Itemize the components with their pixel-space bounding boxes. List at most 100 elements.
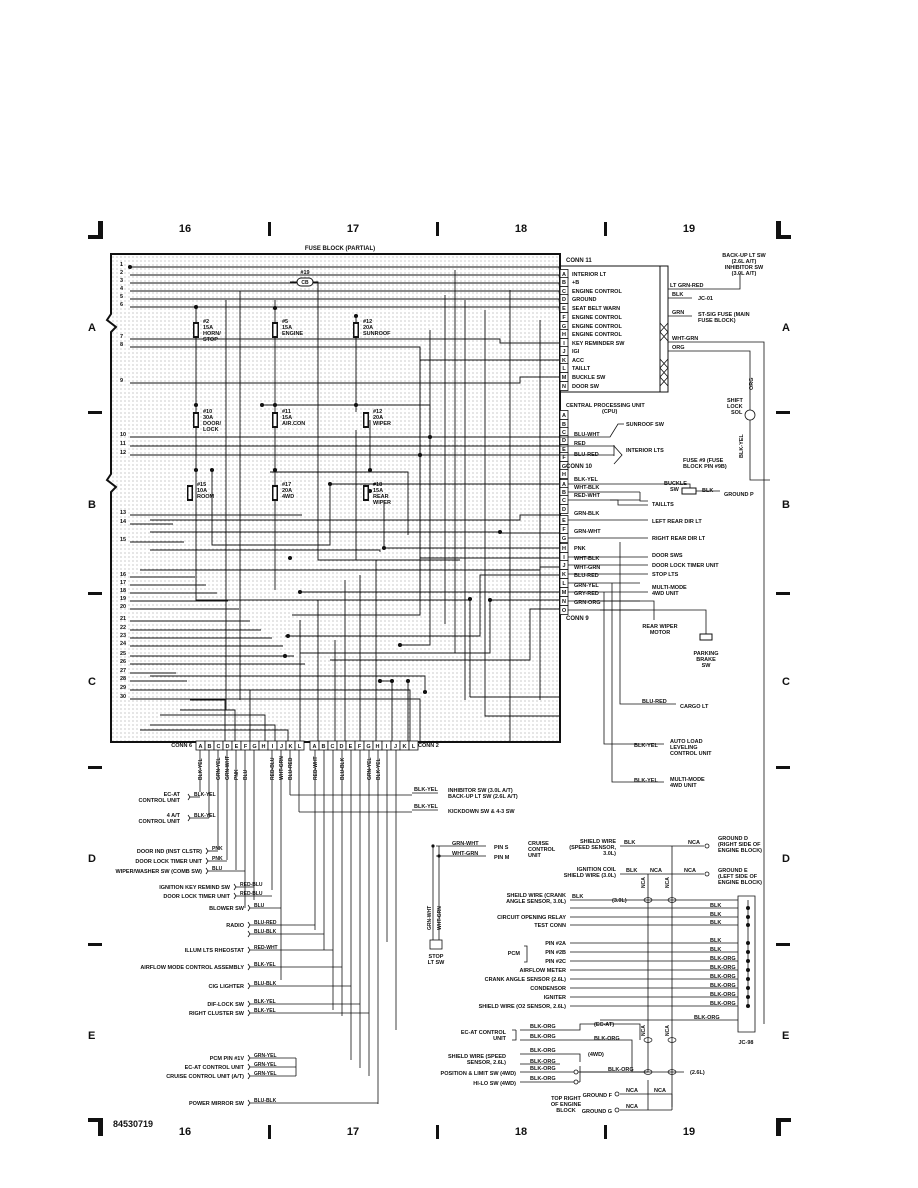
fuse-label: #11 [282,409,291,415]
ground-label: BLK-ORG [530,1076,556,1082]
conn-11-pin: L [562,366,566,372]
sunroof-sw-label: SUNROOF SW [626,422,665,428]
svg-text:CONTROL: CONTROL [528,847,556,853]
conn-11-pin: N [562,384,566,390]
ground-label: NCA [626,1088,638,1094]
conn-2-pin: D [340,744,344,750]
ground-label: BLK-ORG [710,983,736,989]
ground-label: SHIELD WIRE [580,839,616,845]
wire-label: BLK-YEL [414,804,438,810]
fuse-label: 30A [203,415,213,421]
ground-label: BLK-ORG [710,956,736,962]
junction-dot [353,313,359,319]
taillts-label: TAILLTS [652,502,674,508]
wire-label: GRN-WHT [427,906,433,930]
ground-label: OF ENGINE [551,1102,582,1108]
component-label: RIGHT CLUSTER SW [189,1011,245,1017]
junction-dot [487,597,493,603]
ground-label: BLK-ORG [530,1048,556,1054]
ground-label: GROUND G [582,1109,612,1115]
wire-label: BLK-YEL [634,743,658,749]
component-label: DIF-LOCK SW [207,1002,244,1008]
conn-2-pin: E [349,744,353,750]
wire-label: BLU-RED [574,573,599,579]
fuse-row-numbers: 1234567891011121314151617181920212223242… [120,262,127,700]
ground-label: PIN #2A [545,941,566,947]
ground-label: BLK-ORG [594,1036,620,1042]
grid-col-label: 16 [179,1126,191,1138]
conn-11-pin: M [562,375,567,381]
conn-11-circuit-label: BUCKLE SW [572,375,606,381]
cpu-pin: E [562,447,566,453]
wire-label: RED-WHT [313,756,319,780]
grid-col-label: 18 [515,1126,527,1138]
wire-label: BLU-RED [288,757,294,780]
wire-label: WHT-BLK [574,485,599,491]
component-label: IGNITION KEY REMIND SW [159,885,231,891]
wire-label: BLK-YEL [194,792,216,798]
ground-label: JC-98 [739,1040,754,1046]
junction-dot [377,678,383,684]
cpu-pin: A [562,413,566,419]
component-label: WIPER/WASHER SW (COMB SW) [116,869,203,875]
ground-label: 3.0L) [603,851,616,857]
ground-label: BLK [710,938,721,944]
ground-label: TOP RIGHT [551,1096,581,1102]
parking-brake-sw-label: PARKING [694,651,719,657]
fuse-row-number: 3 [120,278,123,284]
ground-label: HI-LO SW (4WD) [473,1081,516,1087]
conn-2-pin: J [394,744,397,750]
wire-label: GRN-YEL [574,583,599,589]
component-label: ILLUM LTS RHEOSTAT [185,948,245,954]
st-sig-fuse-label: ST-SIG FUSE (MAIN [698,312,750,318]
fuse-row-number: 1 [120,262,123,268]
fuse-label: #10 [203,409,212,415]
grid-col-label: 16 [179,223,191,235]
conn-6-pin: F [244,744,248,750]
ground-label: BLK-ORG [530,1066,556,1072]
wire-label: GRN [672,310,684,316]
fuse-row-number: 28 [120,676,126,682]
fuse-label: DOOR/ [203,421,222,427]
wire-label: RED-BLU [240,882,263,888]
ground-label: ENGINE BLOCK) [718,880,762,886]
ground-label: UNIT [493,1036,506,1042]
wire-label: GRN-YEL [367,758,373,781]
wire-label: BLK-YEL [198,758,204,780]
ground-label: GROUND D [718,836,748,842]
svg-text:BLOCK PIN #9B): BLOCK PIN #9B) [683,464,727,470]
cruise-control-label: CRUISE [528,841,549,847]
ground-label: CONDENSOR [530,986,566,992]
ground-label: (LEFT SIDE OF [718,874,758,880]
conn-11-pin: K [562,358,566,364]
ground-label: CRANK ANGLE SENSOR (2.6L) [485,977,567,983]
fuse-block: FUSE BLOCK (PARTIAL) 1234567891011121314… [105,246,561,743]
wire-label: GRY-RED [574,591,599,597]
cpu-pin: G [562,464,566,470]
conn-6-pin: L [298,744,302,750]
conn-9-pin: A [562,482,566,488]
fuse-label: #19 [300,270,309,276]
conn-9-pin: H [562,546,566,552]
cpu-pin: F [562,455,566,461]
junction-dot [327,481,333,487]
junction-dot [272,402,278,408]
ground-label: BLK [572,894,583,900]
ground-label: NCA [688,840,700,846]
conn-6-pin: D [226,744,230,750]
ground-label: IGNITION COIL [577,867,617,873]
conn-11-circuit-label: DOOR SW [572,384,600,390]
svg-text:FUSE BLOCK): FUSE BLOCK) [698,318,736,324]
fuse-label: 20A [282,488,292,494]
ground-label: GROUND F [583,1093,613,1099]
svg-text:MOTOR: MOTOR [650,630,670,636]
fuse-label: CB [301,280,309,286]
cargo-lt-label: CARGO LT [680,704,709,710]
right-rear-dir-lt-label: RIGHT REAR DIR LT [652,536,706,542]
